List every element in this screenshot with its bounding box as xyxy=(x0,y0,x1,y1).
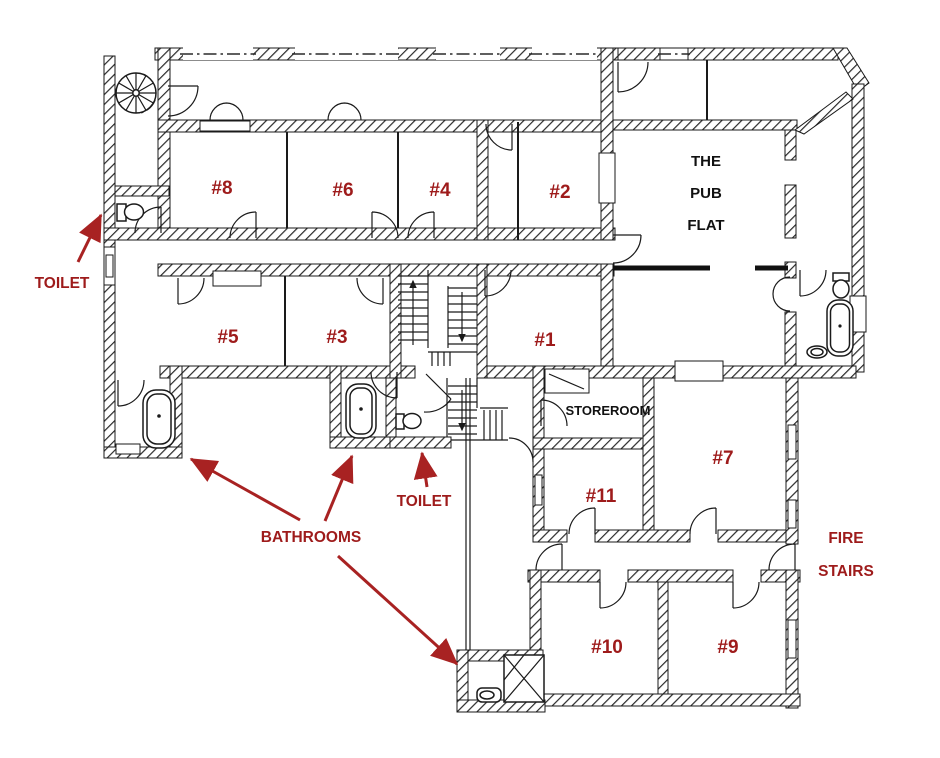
room-label-7: #7 xyxy=(712,448,733,469)
svg-text:TOILET: TOILET xyxy=(35,275,90,292)
main-staircase xyxy=(398,275,503,440)
windows xyxy=(103,47,867,659)
room-labels: #8 #6 #4 #2 #5 #3 #1 #7 #11 #10 #9 xyxy=(211,178,738,658)
svg-text:FLAT: FLAT xyxy=(687,217,724,234)
interior-walls xyxy=(284,60,788,650)
bathrooms-arrow-left xyxy=(189,457,301,522)
room-label-3: #3 xyxy=(326,327,347,348)
svg-text:BATHROOMS: BATHROOMS xyxy=(261,529,361,546)
double-door xyxy=(772,276,791,312)
room-label-2: #2 xyxy=(549,182,570,203)
svg-text:THE: THE xyxy=(691,153,721,170)
bathtub-middle xyxy=(345,383,377,439)
svg-text:TOILET: TOILET xyxy=(397,493,452,510)
storeroom-window xyxy=(544,368,590,394)
annotation-toilet-left: TOILET xyxy=(35,213,103,292)
toilet-fixture-pub-flat xyxy=(832,272,850,299)
toilet-fixture-middle xyxy=(395,412,422,430)
room-label-6: #6 xyxy=(332,180,353,201)
room-label-1: #1 xyxy=(534,330,556,351)
sink-pub-flat xyxy=(806,345,828,359)
storeroom-label: STOREROOM xyxy=(566,403,651,418)
bathtub-pub-flat xyxy=(826,299,854,357)
svg-text:STAIRS: STAIRS xyxy=(818,563,874,580)
toilet-middle-arrow xyxy=(413,451,438,488)
bathtub-left xyxy=(142,389,176,449)
room-label-10: #10 xyxy=(591,637,623,658)
annotation-toilet-middle: TOILET xyxy=(397,451,452,510)
room-label-4: #4 xyxy=(429,180,451,201)
annotation-fire-stairs: FIRE STAIRS xyxy=(818,530,874,580)
room-label-5: #5 xyxy=(217,327,239,348)
svg-text:PUB: PUB xyxy=(690,185,722,202)
toilet-left-arrow xyxy=(76,213,103,263)
shower xyxy=(503,654,545,703)
double-door xyxy=(327,102,362,121)
toilet-fixture-left xyxy=(116,203,145,222)
double-door xyxy=(209,102,244,121)
pub-flat-label: THE PUB FLAT xyxy=(687,153,724,234)
svg-text:FIRE: FIRE xyxy=(828,530,863,547)
bathrooms-arrow-lower xyxy=(336,554,459,666)
room-label-8: #8 xyxy=(211,178,232,199)
bathrooms-arrow-middle xyxy=(323,454,354,522)
walls xyxy=(103,47,870,713)
room-label-9: #9 xyxy=(717,637,738,658)
room-label-11: #11 xyxy=(586,486,617,507)
spiral-staircase xyxy=(115,72,157,114)
annotation-bathrooms: BATHROOMS xyxy=(189,454,459,666)
toilet-fixture-lower-bathroom xyxy=(476,687,502,703)
